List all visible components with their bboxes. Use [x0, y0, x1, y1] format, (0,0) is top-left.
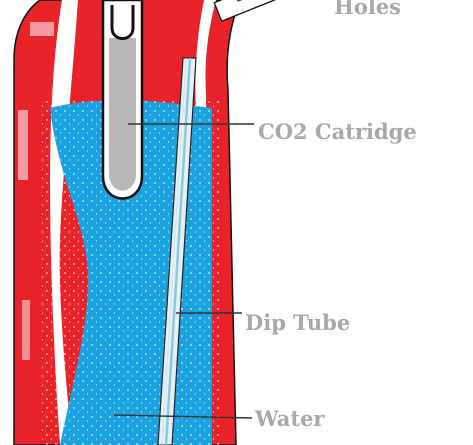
valve-head	[213, 0, 281, 23]
dip-tube	[157, 57, 197, 445]
shell-highlight	[30, 22, 54, 36]
shell-highlight	[18, 110, 28, 180]
label-holes: Holes	[334, 0, 401, 19]
leader-lines	[113, 123, 254, 419]
label-water: Water	[254, 406, 325, 431]
label-co2-cartridge: CO2 Catridge	[258, 119, 417, 144]
label-dip-tube: Dip Tube	[245, 310, 350, 335]
leader-water	[113, 414, 253, 419]
co2-cartridge	[101, 0, 144, 200]
shell-highlight	[22, 300, 30, 360]
